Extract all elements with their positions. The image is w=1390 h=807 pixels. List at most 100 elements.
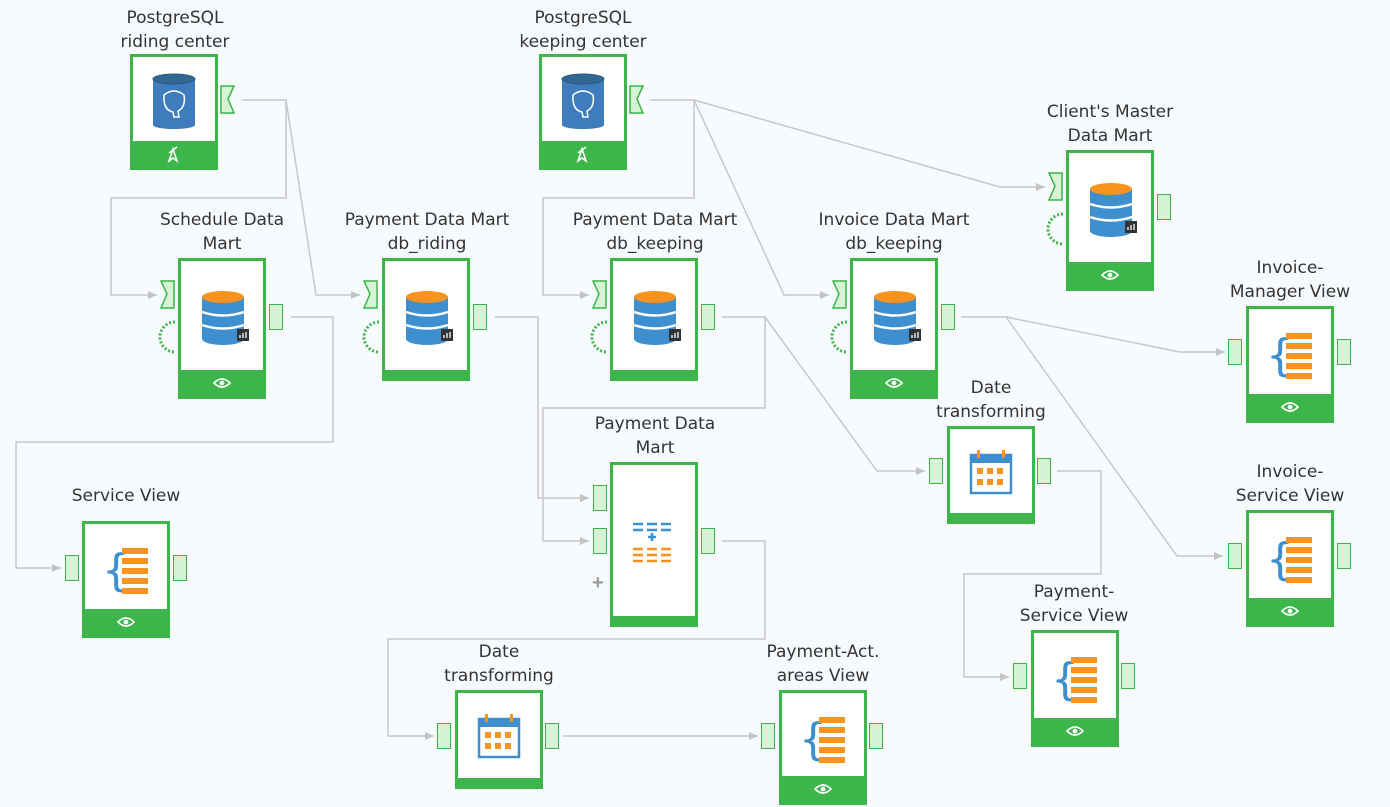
node-action-bar[interactable] [1069,262,1151,288]
view-icon: { [799,714,845,765]
status-indicator-icon[interactable] [156,320,178,354]
label-line: PostgreSQL [126,8,224,28]
node-status-bar [613,616,695,624]
wire-invoice-to-invoice-service [1005,316,1223,560]
node-action-bar[interactable] [1249,394,1331,420]
node-action-bar[interactable] [85,609,167,635]
node-action-bar[interactable] [542,141,624,167]
node-label: Payment Data Mart db_keeping [555,208,755,256]
input-port[interactable] [1228,339,1242,365]
output-port[interactable] [1037,458,1051,484]
label-line: PostgreSQL [534,8,632,28]
input-flag-port[interactable] [160,280,176,310]
output-port[interactable] [701,528,715,554]
input-flag-port[interactable] [1048,172,1064,202]
wire-pg-keeping-to-invoice [693,99,829,299]
input-port[interactable] [593,528,607,554]
output-port[interactable] [269,304,283,330]
input-flag-port[interactable] [592,280,608,310]
output-port[interactable] [1337,543,1351,569]
node-date-transform-bottom[interactable] [455,690,543,789]
eye-icon [1065,726,1085,736]
output-port[interactable] [1337,339,1351,365]
database-icon [405,291,453,345]
wire-payment-mart-to-date-transform [387,540,766,740]
input-port[interactable] [1013,663,1027,689]
node-action-bar[interactable] [181,370,263,396]
node-payment-mart[interactable] [610,462,698,627]
node-date-transform-right[interactable] [947,426,1035,524]
label-line: db_keeping [606,234,704,254]
node-client-master[interactable] [1066,150,1154,291]
node-payment-act-view[interactable]: { [779,690,867,805]
label-line: Client's Master [1046,102,1174,122]
output-flag-port[interactable] [629,85,645,115]
output-port[interactable] [701,304,715,330]
node-payment-service-view[interactable]: { [1031,630,1119,747]
node-schedule-mart[interactable] [178,258,266,399]
node-status-bar [613,370,695,378]
output-port[interactable] [545,723,559,749]
node-label: Service View [26,484,226,508]
node-action-bar[interactable] [1249,598,1331,624]
eye-icon [1280,606,1300,616]
output-port[interactable] [941,304,955,330]
input-flag-port[interactable] [832,280,848,310]
node-invoice-keeping[interactable] [850,258,938,399]
label-line: Service View [1019,606,1129,626]
wire-pg-riding-to-payment-riding [285,99,360,299]
node-pg-keeping[interactable] [539,54,627,170]
database-icon [1089,183,1137,237]
input-port[interactable] [929,458,943,484]
node-service-view[interactable]: { [82,521,170,638]
input-port[interactable] [761,723,775,749]
node-action-bar[interactable] [853,370,935,396]
calendar-icon [477,714,521,759]
union-icon [633,522,671,563]
node-payment-keeping[interactable] [610,258,698,381]
output-port[interactable] [473,304,487,330]
node-label: Date transforming [399,640,599,688]
node-label: Invoice- Manager View [1190,256,1390,304]
label-line: Invoice Data Mart [818,210,970,230]
output-port[interactable] [173,555,187,581]
output-port[interactable] [1157,194,1171,220]
database-icon [201,291,249,345]
view-icon: { [1266,534,1312,585]
node-invoice-manager-view[interactable]: { [1246,306,1334,423]
label-line: Date [970,378,1012,398]
status-indicator-icon[interactable] [1044,212,1066,246]
node-action-bar[interactable] [133,141,215,167]
node-label: Invoice- Service View [1190,460,1390,508]
calendar-icon [969,450,1013,495]
export-arrow-icon [167,146,179,164]
node-action-bar[interactable] [1034,718,1116,744]
database-icon [873,291,921,345]
wire-pg-keeping-to-payment-keeping [542,99,695,299]
node-label: PostgreSQL keeping center [483,6,683,54]
status-indicator-icon[interactable] [360,320,382,354]
add-input-icon[interactable]: + [592,572,604,594]
input-port[interactable] [593,485,607,511]
view-icon: { [1051,654,1097,705]
input-port[interactable] [437,723,451,749]
output-port[interactable] [1121,663,1135,689]
label-line: db_riding [387,234,467,254]
input-flag-port[interactable] [363,280,379,310]
output-flag-port[interactable] [220,85,236,115]
label-line: Schedule Data [159,210,285,230]
node-label: Payment Data Mart [555,412,755,460]
node-action-bar[interactable] [782,776,864,802]
status-indicator-icon[interactable] [828,320,850,354]
status-indicator-icon[interactable] [588,320,610,354]
node-payment-riding[interactable] [382,258,470,381]
input-port[interactable] [1228,543,1242,569]
wire-date-transform-to-payment-service [963,470,1102,681]
wire-schedule-to-service-view [15,316,334,572]
output-port[interactable] [869,723,883,749]
label-line: db_keeping [845,234,943,254]
node-invoice-service-view[interactable]: { [1246,510,1334,627]
node-pg-riding[interactable] [130,54,218,170]
input-port[interactable] [65,555,79,581]
